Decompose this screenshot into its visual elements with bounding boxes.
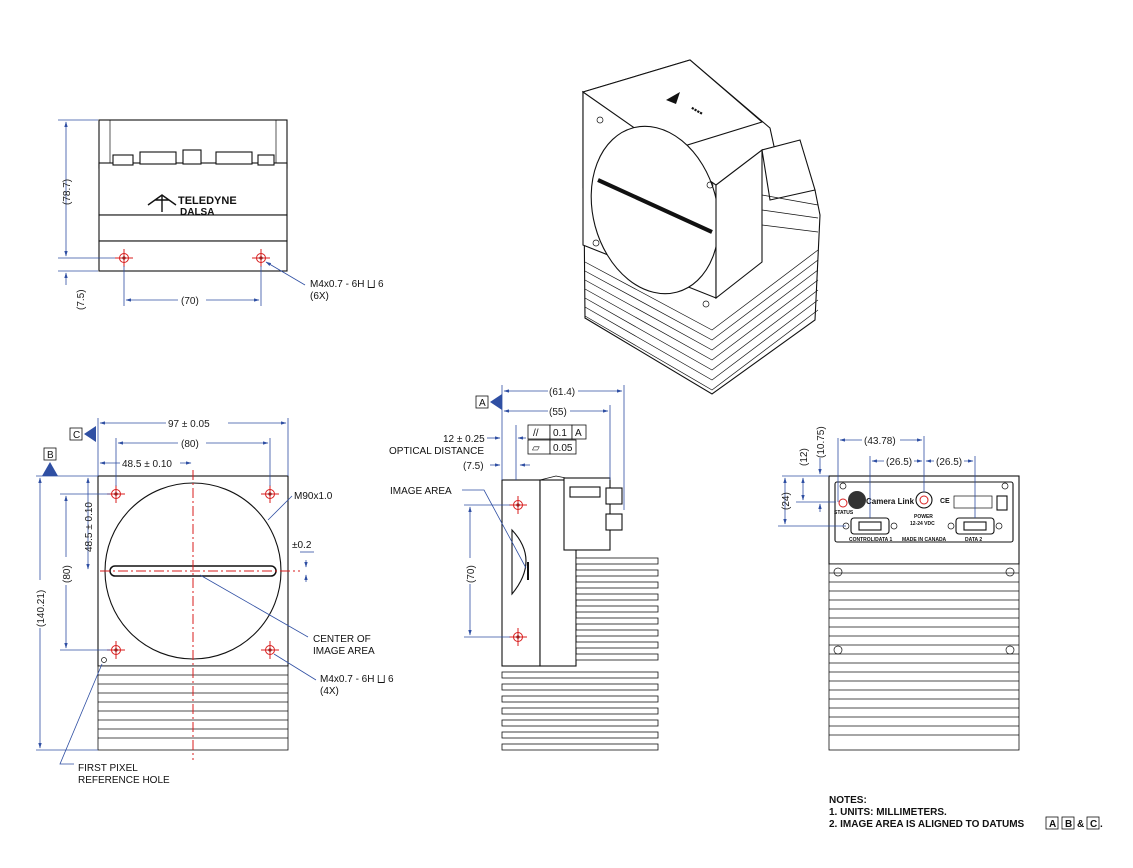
- dim-side-offset: (7.5): [463, 461, 484, 472]
- front-hole-count: (4X): [320, 686, 339, 697]
- dim-top-base: (7.5): [76, 289, 87, 310]
- gdt-flatness-symbol: ▱: [532, 443, 540, 454]
- dim-front-half-height: 48.5 ± 0.10: [84, 502, 95, 552]
- top-view: TELEDYNE DALSA (78.7) (7.5) (70) M4x0.7 …: [58, 119, 384, 310]
- front-view: C 97 ± 0.05 (80) 48.5 ± 0.10 B 48.5 ± 0.…: [34, 417, 394, 786]
- dim-back-43-78: (43.78): [864, 436, 896, 447]
- dim-front-half-width: 48.5 ± 0.10: [122, 459, 172, 470]
- power-label-2: 12-24 VDC: [910, 521, 935, 527]
- first-pixel-1: FIRST PIXEL: [78, 763, 138, 774]
- front-tolerance: ±0.2: [292, 540, 312, 551]
- top-hole-count: (6X): [310, 291, 329, 302]
- dim-front-height: (140.21): [36, 590, 47, 627]
- power-label-1: POWER: [914, 514, 933, 520]
- data2-label: DATA 2: [965, 537, 982, 543]
- notes-heading: NOTES:: [829, 795, 867, 806]
- notes-datum-b: B: [1065, 819, 1072, 830]
- gdt-parallel-symbol: //: [533, 428, 539, 439]
- gdt-parallel-datum: A: [575, 428, 582, 439]
- dim-front-hole-spacing: (80): [181, 439, 199, 450]
- dim-side-holes: (70): [466, 565, 477, 583]
- back-fins: [828, 563, 1020, 751]
- datum-a: A: [479, 398, 486, 409]
- gdt-parallel-tol: 0.1: [553, 428, 567, 439]
- iso-fins: [584, 194, 819, 391]
- ce-label: CE: [940, 498, 950, 505]
- datum-c: C: [73, 430, 80, 441]
- dim-back-26-5-a: (26.5): [886, 457, 912, 468]
- notes-line-1: 1. UNITS: MILLIMETERS.: [829, 807, 947, 818]
- notes-datum-a: A: [1049, 819, 1056, 830]
- center-label-1: CENTER OF: [313, 634, 371, 645]
- top-hole-spec: M4x0.7 - 6H ⨆ 6: [310, 279, 384, 290]
- dim-back-10-75: (10.75): [816, 426, 827, 458]
- dim-front-hole-vert: (80): [62, 565, 73, 583]
- teledyne-logo: TELEDYNE DALSA: [147, 194, 237, 218]
- dim-side-total: (61.4): [549, 387, 575, 398]
- status-label: STATUS: [834, 510, 854, 516]
- dim-top-width: (70): [181, 296, 199, 307]
- logo-text-1: TELEDYNE: [178, 195, 237, 207]
- side-fins: [501, 557, 659, 751]
- control-label: CONTROL/DATA 1: [849, 537, 892, 543]
- dim-top-height: (78.7): [62, 179, 73, 205]
- image-area-label: IMAGE AREA: [390, 486, 452, 497]
- datum-b: B: [47, 450, 54, 461]
- side-view: A (61.4) (55) 12 ± 0.25 OPTICAL DISTANCE…: [389, 385, 659, 751]
- dim-side-body: (55): [549, 407, 567, 418]
- made-label: MADE IN CANADA: [902, 537, 947, 543]
- camera-link-logo: Camera Link: [866, 497, 915, 506]
- optical-value: 12 ± 0.25: [443, 434, 485, 445]
- notes-amp: &: [1077, 819, 1084, 830]
- dim-back-12: (12): [799, 448, 810, 466]
- front-hole-spec: M4x0.7 - 6H ⨆ 6: [320, 674, 394, 685]
- dim-front-width: 97 ± 0.05: [168, 419, 210, 430]
- gdt-frames: // 0.1 A ▱ 0.05: [527, 424, 587, 455]
- isometric-view: ▪▪▪▪: [581, 59, 821, 395]
- dim-back-24: (24): [781, 492, 792, 510]
- gdt-flatness-tol: 0.05: [553, 443, 573, 454]
- center-label-2: IMAGE AREA: [313, 646, 375, 657]
- dim-back-26-5-b: (26.5): [936, 457, 962, 468]
- notes: NOTES: 1. UNITS: MILLIMETERS. 2. IMAGE A…: [829, 795, 1103, 830]
- notes-period: .: [1100, 819, 1103, 830]
- notes-datum-c: C: [1090, 819, 1097, 830]
- front-thread-label: M90x1.0: [294, 491, 333, 502]
- first-pixel-2: REFERENCE HOLE: [78, 775, 170, 786]
- logo-text-2: DALSA: [180, 207, 214, 218]
- optical-label: OPTICAL DISTANCE: [389, 446, 484, 457]
- back-view: Camera Link POWER 12-24 VDC CE STATUS CO…: [778, 426, 1020, 751]
- notes-line-2: 2. IMAGE AREA IS ALIGNED TO DATUMS: [829, 819, 1025, 830]
